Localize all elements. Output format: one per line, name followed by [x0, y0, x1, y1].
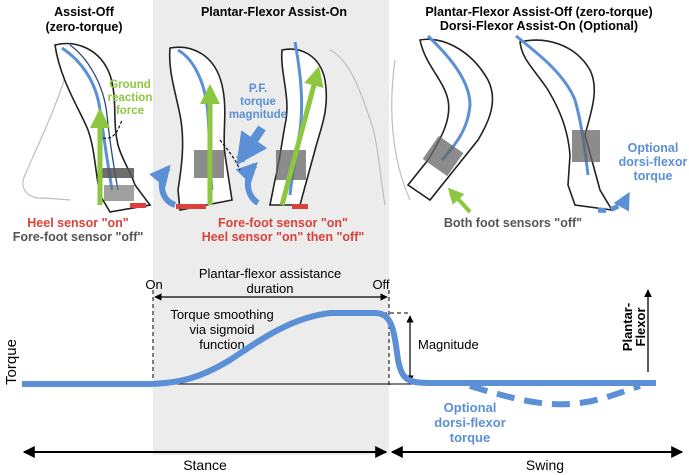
smoothing-label-1: Torque smoothing [170, 307, 273, 322]
df-torque-curve [469, 383, 641, 408]
back-leg-outline-b [329, 49, 386, 206]
pf-torque-arrow-a [149, 164, 177, 208]
panel-title-assist-off: Assist-Off [54, 5, 115, 19]
forefoot-sensor-a [176, 204, 206, 209]
stance-label: Stance [183, 457, 227, 473]
ankle-brace-c [422, 135, 464, 177]
back-leg-outline [22, 59, 71, 201]
sensor-both-off: Both foot sensors "off" [444, 216, 582, 230]
y-axis-label: Torque [3, 339, 20, 385]
panel-subtitle-df-on: Dorsi-Flexor Assist-On (Optional) [440, 19, 638, 33]
heel-sensor [130, 203, 146, 208]
pf-torque-label-2: torque [240, 96, 276, 108]
grf-label-1: Ground [109, 79, 151, 91]
df-torque-label-3: torque [634, 169, 673, 183]
df-torque-label-1: Optional [628, 141, 679, 155]
sensor-forefoot-off: Fore-foot sensor "off" [13, 230, 144, 244]
df-torque-label-2: dorsi-flexor [619, 155, 688, 169]
sensor-heel-on-then-off: Heel sensor "on" then "off" [202, 230, 365, 244]
ankle-brace-d [572, 130, 600, 162]
smoothing-label-2: via sigmoid [189, 322, 254, 337]
grf-label-3: force [116, 105, 144, 117]
pf-direction-label-1: Plantar- [620, 303, 635, 351]
df-torque-arrow [597, 191, 631, 213]
torque-graph: On Off Plantar-flexor assistance duratio… [3, 266, 684, 473]
grf-label-2: reaction [108, 92, 153, 104]
df-curve-label-2: dorsi-flexor [434, 415, 506, 430]
duration-label-2: duration [247, 281, 294, 296]
df-curve-label-3: torque [450, 430, 490, 445]
leg-outline-d [519, 39, 614, 212]
leg-outline-c [406, 38, 494, 202]
pf-torque-label-1: P.F. [249, 83, 267, 95]
pf-torque-arrow-b [235, 162, 260, 206]
on-label: On [145, 277, 162, 292]
pf-direction-label-2: Flexor [633, 307, 648, 346]
sensor-forefoot-on: Fore-foot sensor "on" [218, 216, 348, 230]
ankle-brace [100, 168, 134, 178]
heel-sensor-b [292, 204, 308, 209]
panel-title-pf-on: Plantar-Flexor Assist-On [201, 5, 347, 19]
back-leg-outline-c [391, 59, 411, 201]
panel-subtitle-assist-off: (zero-torque) [45, 20, 122, 34]
panel-assist-off: Assist-Off (zero-torque) Ground reaction… [13, 5, 153, 244]
panel-pf-off-df-on: Plantar-Flexor Assist-Off (zero-torque) … [391, 5, 688, 230]
pf-torque-magnitude-arrow [236, 125, 268, 166]
exo-strut-c [426, 34, 472, 161]
ankle-brace-lower [104, 185, 134, 201]
swing-label: Swing [526, 457, 564, 473]
pf-torque-label-3: magnitude [229, 109, 287, 121]
df-curve-label-1: Optional [444, 400, 497, 415]
duration-label-1: Plantar-flexor assistance [199, 266, 341, 281]
panel-title-pf-off: Plantar-Flexor Assist-Off (zero-torque) [425, 5, 652, 19]
torque-curve [22, 310, 656, 387]
smoothing-label-3: function [199, 337, 245, 352]
off-label: Off [372, 277, 389, 292]
panel-pf-assist-on: Plantar-Flexor Assist-On P.F. torque mag… [149, 5, 386, 244]
grf-arrow-c [447, 187, 472, 214]
sensor-heel-on: Heel sensor "on" [27, 216, 129, 230]
grf-leader [102, 119, 123, 139]
magnitude-label: Magnitude [418, 337, 479, 352]
grf-arrow-b [279, 66, 324, 206]
